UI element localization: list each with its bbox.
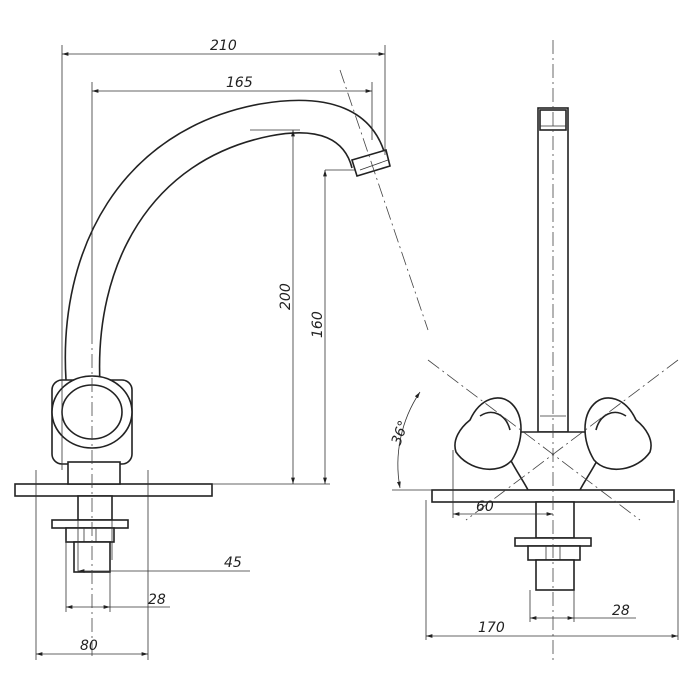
dim-side-nut-width: 28: [612, 603, 630, 619]
side-handle-left: [454, 397, 522, 470]
spout-inner-curve: [98, 132, 353, 385]
mounting-nut-flange: [51, 519, 129, 529]
spout-aerator: [350, 148, 391, 177]
dim-spout-reach: 165: [226, 75, 253, 91]
dim-nut-width: 28: [148, 592, 166, 608]
dim-handle-angle: 36°: [389, 419, 413, 448]
dim-side-base-width: 170: [478, 620, 505, 636]
spout-outer-curve: [64, 99, 387, 381]
dim-height-to-outlet: 160: [310, 311, 326, 338]
front-view: 210 165 200 160 45 28 80: [14, 38, 429, 660]
base-neck: [67, 461, 121, 485]
mounting-stud: [77, 495, 113, 521]
side-mounting-stud: [535, 501, 575, 539]
side-view: 36° 60 28 170: [389, 40, 679, 660]
countertop-plate: [14, 483, 213, 497]
side-nut: [527, 545, 581, 561]
side-handle-right: [584, 397, 652, 470]
dim-total-reach: 210: [210, 38, 237, 54]
dim-base-width: 80: [80, 638, 98, 654]
dim-handle-offset: 60: [476, 499, 494, 515]
side-supply-tube: [535, 559, 575, 591]
dim-height-to-spout: 200: [278, 283, 294, 310]
mounting-nut: [65, 527, 115, 543]
dim-base-stud: 45: [224, 555, 242, 571]
